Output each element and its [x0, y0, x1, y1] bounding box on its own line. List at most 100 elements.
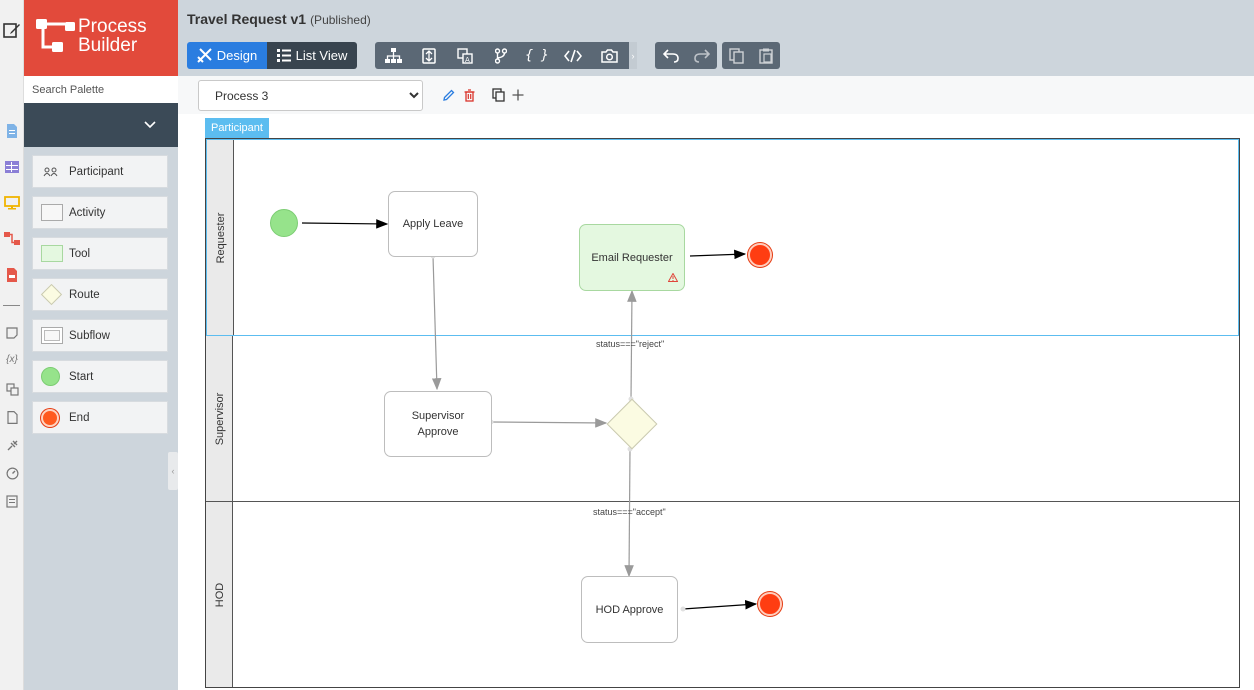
palette-item-activity[interactable]: Activity	[32, 196, 168, 229]
list-icon	[276, 49, 291, 62]
end-event-hod[interactable]	[758, 592, 782, 616]
code-icon[interactable]	[555, 42, 591, 69]
chevron-down-icon	[144, 121, 156, 129]
palette-item-route[interactable]: Route	[32, 278, 168, 311]
palette-item-tool[interactable]: Tool	[32, 237, 168, 270]
palette-item-label: Participant	[69, 165, 124, 178]
palette-item-label: Subflow	[69, 329, 110, 342]
logs-icon[interactable]	[3, 492, 21, 510]
start-shape-icon	[41, 367, 60, 386]
brand-header: Process Builder	[24, 0, 178, 76]
node-label: Email Requester	[591, 251, 673, 264]
process-icon[interactable]	[3, 230, 21, 248]
palette-item-label: Tool	[69, 247, 91, 260]
palette-item-label: Route	[69, 288, 100, 301]
brand-title: Process Builder	[78, 16, 147, 56]
delete-process-icon[interactable]	[462, 88, 476, 102]
edit-process-icon[interactable]	[441, 88, 455, 102]
node-label: HOD Approve	[595, 603, 664, 616]
design-icon	[197, 48, 212, 63]
lane-header: HOD	[206, 502, 233, 687]
variable-icon[interactable]: {x}	[6, 353, 18, 365]
tool-email-requester[interactable]: Email Requester	[579, 224, 685, 291]
list-view-tab-button[interactable]: List View	[267, 42, 357, 69]
warning-icon	[668, 273, 678, 282]
end-event-requester[interactable]	[748, 243, 772, 267]
file-icon[interactable]	[3, 408, 21, 426]
camera-icon[interactable]	[591, 42, 627, 69]
condition-reject-label[interactable]: status==="reject"	[596, 339, 665, 349]
lane-title: HOD	[214, 582, 226, 607]
hierarchy-icon[interactable]	[375, 42, 411, 69]
lane-title: Requester	[215, 212, 227, 263]
start-event[interactable]	[270, 209, 298, 237]
palette-item-label: Start	[69, 370, 94, 383]
node-label: Apply Leave	[402, 218, 464, 230]
form-icon[interactable]	[3, 122, 21, 140]
collapse-palette-handle[interactable]: ‹	[168, 452, 178, 490]
design-label: Design	[216, 48, 258, 63]
lane-header: Supervisor	[206, 336, 233, 501]
pdf-icon[interactable]	[3, 266, 21, 284]
rail-divider	[3, 305, 20, 306]
plugin-icon[interactable]	[3, 436, 21, 454]
palette-item-subflow[interactable]: Subflow	[32, 319, 168, 352]
activity-hod-approve[interactable]: HOD Approve	[581, 576, 678, 643]
more-tools-chevron-icon[interactable]: ›	[629, 42, 637, 69]
add-process-icon[interactable]	[511, 88, 525, 102]
process-select[interactable]: Process 3	[198, 80, 423, 111]
activity-shape-icon	[41, 204, 63, 221]
condition-accept-label[interactable]: status==="accept"	[593, 507, 666, 517]
list-view-label: List View	[295, 48, 348, 63]
publish-status: (Published)	[310, 13, 371, 27]
lane-supervisor[interactable]: Supervisor	[206, 336, 1239, 502]
palette-item-participant[interactable]: Participant	[32, 155, 168, 188]
palette-search-input[interactable]	[24, 76, 178, 103]
process-pool: Requester Supervisor HOD	[205, 138, 1240, 688]
view-toolbar: A { }	[375, 42, 637, 69]
palette-category-dropdown[interactable]	[24, 103, 178, 147]
participant-icon	[43, 167, 58, 176]
subflow-shape-icon	[41, 327, 63, 344]
chevron-left-icon: ‹	[171, 466, 175, 476]
palette-item-end[interactable]: End	[32, 401, 168, 434]
redo-icon[interactable]	[686, 42, 717, 69]
copy-process-icon[interactable]	[491, 88, 505, 102]
activity-apply-leave[interactable]: Apply Leave	[388, 191, 478, 257]
edit-icon[interactable]	[2, 20, 22, 40]
top-header: Travel Request v1(Published) Design List…	[178, 0, 1254, 76]
diagram-canvas[interactable]: Participant Requester Supervisor HOD	[178, 114, 1254, 690]
process-builder-logo-icon	[36, 19, 75, 52]
palette-item-start[interactable]: Start	[32, 360, 168, 393]
end-shape-icon	[41, 408, 59, 427]
palette-sidebar: Process Builder Participant Activity Too…	[24, 0, 178, 690]
lane-title: Supervisor	[214, 392, 226, 445]
undo-icon[interactable]	[655, 42, 686, 69]
participant-tab[interactable]: Participant	[205, 118, 269, 138]
svg-text:A: A	[465, 56, 470, 64]
copy-icon[interactable]	[722, 42, 751, 69]
align-icon[interactable]	[411, 42, 447, 69]
note-icon[interactable]	[3, 324, 21, 342]
paste-icon[interactable]	[751, 42, 780, 69]
translate-rail-icon[interactable]	[3, 380, 21, 398]
clipboard-toolbar	[722, 42, 780, 69]
icon-rail: {x}	[0, 0, 24, 690]
tool-shape-icon	[41, 245, 63, 262]
route-shape-icon	[40, 283, 63, 306]
lane-header: Requester	[207, 140, 234, 335]
branch-icon[interactable]	[483, 42, 519, 69]
palette-item-label: End	[69, 411, 90, 424]
design-tab-button[interactable]: Design	[187, 42, 267, 69]
json-icon[interactable]: { }	[525, 48, 549, 63]
performance-icon[interactable]	[3, 464, 21, 482]
datalist-icon[interactable]	[3, 158, 21, 176]
translate-icon[interactable]: A	[447, 42, 483, 69]
userview-icon[interactable]	[3, 194, 21, 212]
lane-requester[interactable]: Requester	[206, 139, 1239, 336]
process-toolbar: Process 3	[178, 76, 1254, 114]
undo-redo-toolbar	[655, 42, 717, 69]
lane-hod[interactable]: HOD	[206, 502, 1239, 687]
